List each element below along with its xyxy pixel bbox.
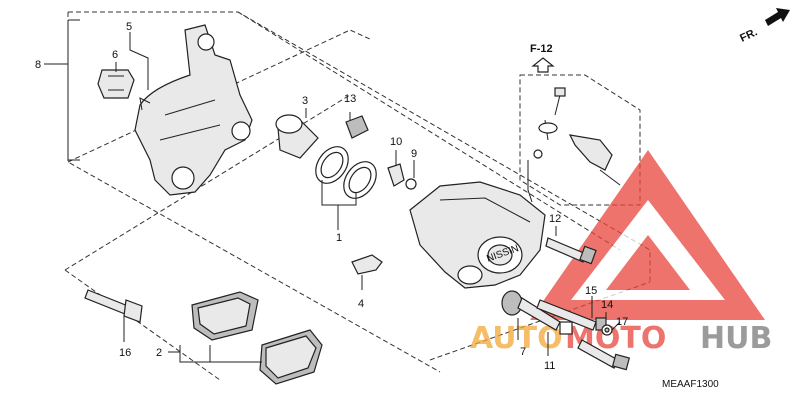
small-washers — [601, 324, 613, 336]
brake-pads — [191, 291, 323, 385]
piston — [275, 114, 319, 159]
pad-clip — [97, 69, 135, 99]
bleeder-valve — [387, 163, 417, 190]
watermark: AUTO MOTO HUB — [470, 150, 772, 356]
callout-3: 3 — [302, 95, 308, 107]
hose-assembly — [533, 87, 621, 186]
leader-lines — [44, 19, 621, 363]
drawing-code: MEAAF1300 — [662, 379, 719, 390]
up-arrow-icon — [531, 57, 555, 73]
callout-5: 5 — [126, 21, 132, 33]
callout-1: 1 — [336, 232, 342, 244]
callout-10: 10 — [390, 136, 402, 148]
callout-14: 14 — [601, 299, 613, 311]
callout-4: 4 — [358, 298, 364, 310]
reference-label: F-12 — [530, 43, 553, 55]
guide-pin — [501, 290, 573, 335]
reference-block: F-12 — [530, 43, 555, 73]
watermark-hub: HUB — [700, 321, 772, 356]
front-direction-arrow: FR. — [738, 8, 790, 45]
caliper-body: NISSIN — [409, 181, 546, 289]
mounting-bolt — [577, 339, 631, 371]
callout-8: 8 — [35, 59, 41, 71]
callout-12: 12 — [549, 213, 561, 225]
callout-6: 6 — [112, 49, 118, 61]
callout-16: 16 — [119, 347, 131, 359]
bracket-bolt — [84, 289, 143, 323]
front-label: FR. — [738, 26, 759, 44]
callout-11: 11 — [544, 360, 555, 372]
callout-labels: 1 2 3 4 5 6 7 8 9 10 11 12 13 14 15 16 1… — [35, 21, 628, 372]
bleeder-cap — [345, 115, 369, 139]
seal-rings — [315, 146, 377, 199]
caliper-bracket — [134, 24, 253, 196]
callout-17: 17 — [616, 316, 628, 328]
watermark-auto: AUTO — [470, 321, 563, 356]
callout-13: 13 — [344, 93, 356, 105]
callout-15: 15 — [585, 285, 597, 297]
pad-pin-bolt — [545, 237, 597, 265]
caliper-bolt — [536, 299, 607, 331]
callout-7: 7 — [520, 346, 526, 358]
callout-2: 2 — [156, 347, 162, 359]
pad-spring — [351, 254, 383, 275]
callout-9: 9 — [411, 148, 417, 160]
